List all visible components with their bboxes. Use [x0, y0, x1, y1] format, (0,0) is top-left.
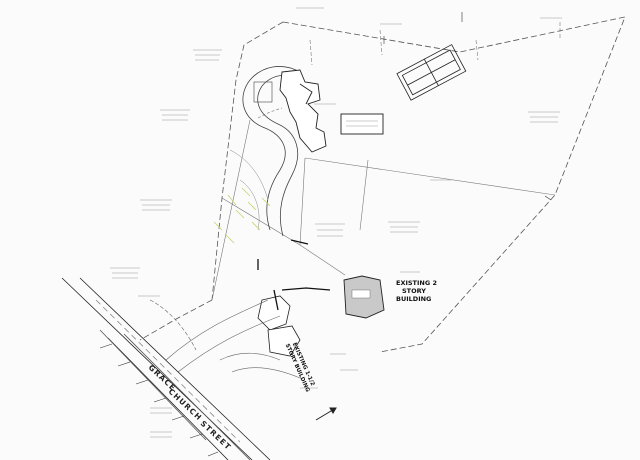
site-paths [149, 299, 301, 379]
north-arrow-icon [315, 407, 337, 421]
annotation-marks [110, 7, 562, 438]
existing-2-story-label-3: BUILDING [396, 295, 431, 303]
property-boundary [139, 16, 626, 353]
driveway [242, 66, 305, 237]
proposed-building [340, 113, 384, 135]
tennis-court [396, 44, 467, 101]
street-hatches [99, 343, 219, 457]
retaining-walls [257, 239, 331, 311]
lot-lines [211, 22, 561, 301]
main-house [253, 69, 327, 153]
existing-2-story-label-2: STORY [402, 287, 426, 295]
existing-small-building [257, 295, 301, 357]
tree-markers [213, 187, 271, 244]
existing-1-5-story-label-group: EXISTING 1-1/2 STORY BUILDING [284, 342, 316, 394]
survey-ticks [383, 12, 552, 201]
existing-2-story-label-1: EXISTING 2 [396, 279, 437, 287]
swale-lines [229, 149, 269, 231]
street-lines [61, 277, 271, 460]
existing-2-story-footprint [343, 275, 385, 319]
